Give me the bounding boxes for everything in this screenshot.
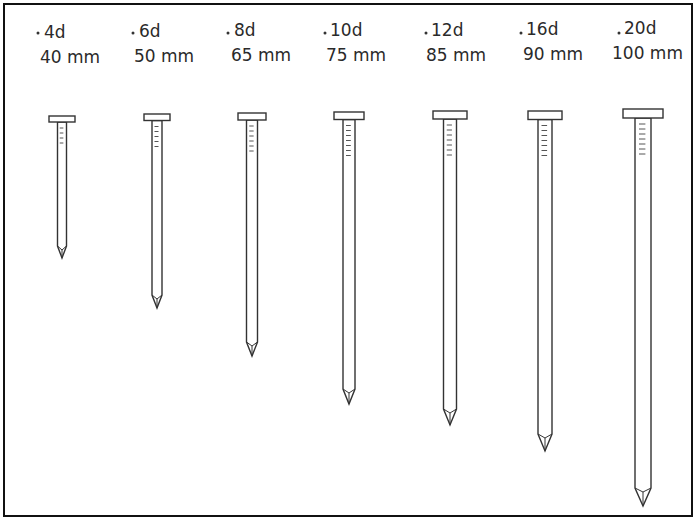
grip-mark [639, 129, 645, 130]
grip-mark [346, 155, 351, 156]
grip-mark [542, 150, 548, 151]
grip-mark [249, 126, 253, 127]
grip-mark [155, 136, 159, 137]
grip-mark [542, 155, 548, 156]
nail-head [238, 113, 266, 120]
grip-mark [155, 126, 159, 127]
grip-mark [249, 131, 253, 132]
grip-mark [346, 145, 351, 146]
grip-mark [639, 154, 645, 155]
nail-point [247, 342, 258, 356]
nail-shaft [343, 120, 355, 405]
nail-size: 4d [44, 22, 66, 42]
grip-mark [60, 133, 64, 134]
grip-mark [542, 130, 548, 131]
bullet-dot [520, 32, 523, 35]
nail-size: 20d [624, 18, 656, 38]
nail-head [144, 114, 170, 121]
nail-size: 12d [431, 20, 463, 40]
nail-shaft [247, 120, 258, 356]
grip-mark [542, 140, 548, 141]
nail-length: 40 mm [40, 47, 100, 67]
nail-head [49, 116, 75, 122]
grip-mark [249, 136, 253, 137]
grip-mark [346, 130, 351, 131]
grip-mark [155, 131, 159, 132]
grip-mark [639, 134, 645, 135]
nail-shaft [152, 121, 162, 309]
nail-length: 85 mm [426, 45, 486, 65]
grip-mark [346, 140, 351, 141]
grip-mark [447, 150, 452, 151]
grip-mark [346, 150, 351, 151]
nail-head [334, 112, 364, 120]
grip-mark [249, 141, 253, 142]
nail-point [343, 389, 355, 404]
nail-size: 8d [234, 20, 256, 40]
nail-point [444, 409, 457, 425]
nail-shaft [538, 120, 552, 452]
grip-mark [447, 125, 452, 126]
grip-mark [447, 140, 452, 141]
grip-mark [542, 135, 548, 136]
grip-mark [447, 155, 452, 156]
grip-mark [639, 149, 645, 150]
nail-head [528, 111, 562, 120]
bullet-dot [425, 32, 428, 35]
nail-head [433, 111, 467, 119]
nail-point [635, 488, 651, 506]
grip-mark [639, 124, 645, 125]
grip-mark [542, 145, 548, 146]
bullet-dot [324, 32, 327, 35]
nail-point [58, 246, 67, 258]
bullet-dot [37, 32, 40, 35]
bullet-dot [132, 32, 135, 35]
nail-shaft [444, 119, 457, 425]
bullet-dot [227, 32, 230, 35]
nail-length: 50 mm [134, 46, 194, 66]
nail-length: 100 mm [612, 43, 683, 63]
grip-mark [155, 141, 159, 142]
grip-mark [249, 146, 253, 147]
grip-mark [60, 143, 64, 144]
grip-mark [542, 125, 548, 126]
nail-head [623, 109, 663, 118]
nail-size: 16d [526, 19, 558, 39]
grip-mark [155, 146, 159, 147]
nail-size: 6d [139, 21, 161, 41]
grip-mark [60, 138, 64, 139]
grip-mark [346, 125, 351, 126]
grip-mark [60, 128, 64, 129]
nail-length: 65 mm [231, 45, 291, 65]
grip-mark [447, 145, 452, 146]
nail-point [538, 434, 552, 451]
grip-mark [447, 135, 452, 136]
nail-length: 90 mm [523, 44, 583, 64]
nail-shaft [635, 118, 651, 506]
grip-mark [447, 130, 452, 131]
grip-mark [346, 135, 351, 136]
nail-size: 10d [330, 20, 362, 40]
grip-mark [639, 139, 645, 140]
bullet-dot [618, 32, 621, 35]
nail-shaft [58, 122, 67, 258]
grip-mark [249, 151, 253, 152]
nail-point [152, 295, 162, 308]
grip-mark [639, 144, 645, 145]
nail-length: 75 mm [326, 45, 386, 65]
